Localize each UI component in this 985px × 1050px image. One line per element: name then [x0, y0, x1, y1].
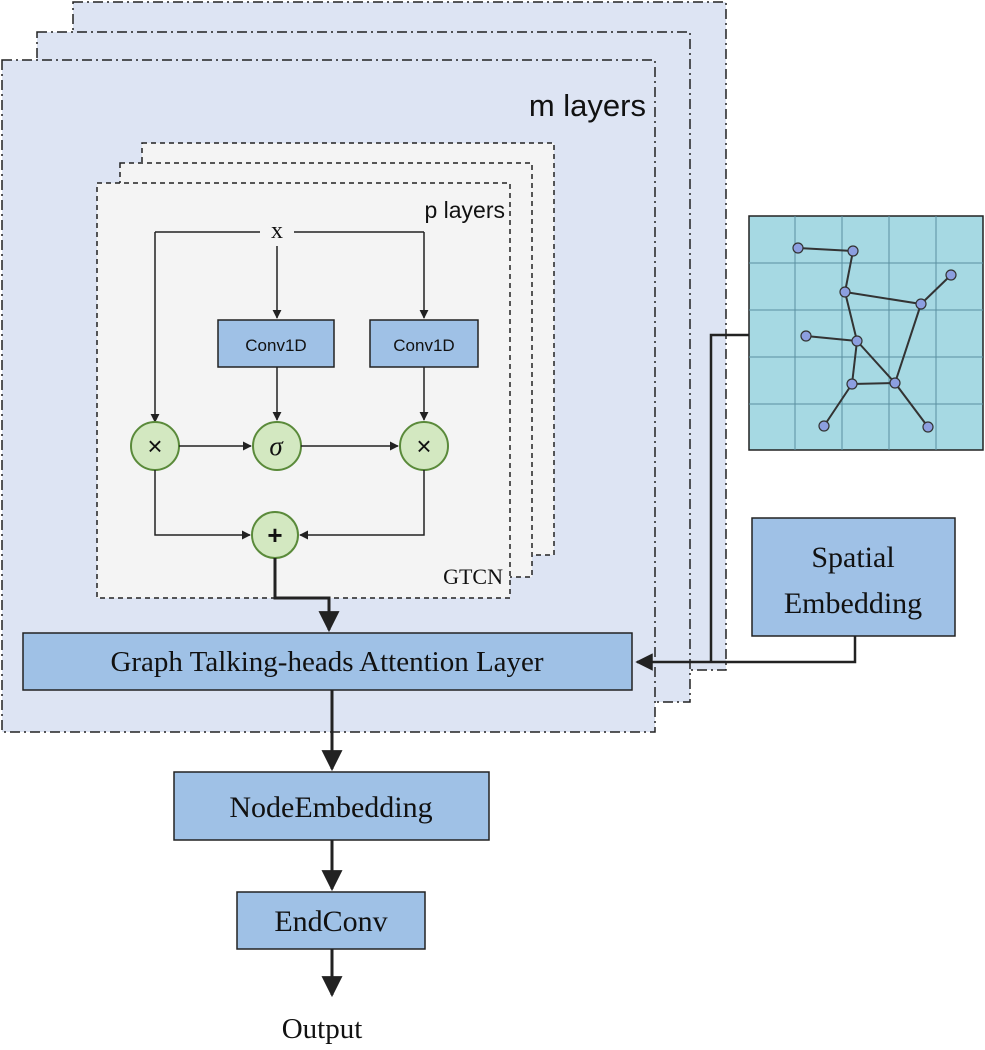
output-label: Output: [282, 1013, 363, 1045]
gtcn-to-attention: [273, 558, 340, 633]
spatial-to-attention: [635, 636, 857, 671]
gtcn-label: GTCN: [443, 564, 503, 589]
conv1d-left-block: [217, 319, 335, 368]
input-x-label: x: [271, 218, 283, 244]
conv1d-right-label: Conv1D: [393, 336, 454, 355]
attention-layer-block: [22, 632, 633, 691]
spatial-embedding-label-line1: Spatial: [811, 541, 894, 574]
multiply-right-symbol: ×: [416, 431, 431, 461]
p-layers-label: p layers: [424, 197, 505, 223]
graph-to-attention: [709, 333, 749, 662]
mul-left-to-add: [154, 470, 251, 540]
conv1d-right-block: [369, 319, 479, 368]
end-conv-label: EndConv: [274, 905, 387, 938]
add-symbol: +: [267, 520, 282, 550]
attention-layer-label: Graph Talking-heads Attention Layer: [110, 646, 543, 678]
mul-right-to-add: [299, 470, 425, 540]
node-embedding-block: [173, 771, 490, 841]
node-embedding-label: NodeEmbedding: [229, 791, 432, 824]
m-layers-label: m layers: [529, 88, 646, 123]
end-conv-block: [236, 891, 426, 950]
conv1d-left-label: Conv1D: [245, 336, 306, 355]
spatial-embedding-block: [751, 517, 956, 637]
spatial-embedding-label-line2: Embedding: [784, 587, 922, 620]
sigma-symbol: σ: [269, 431, 284, 461]
multiply-left-symbol: ×: [147, 431, 162, 461]
inner-layer-front: [96, 182, 511, 599]
graph-structure-panel: [748, 215, 984, 451]
